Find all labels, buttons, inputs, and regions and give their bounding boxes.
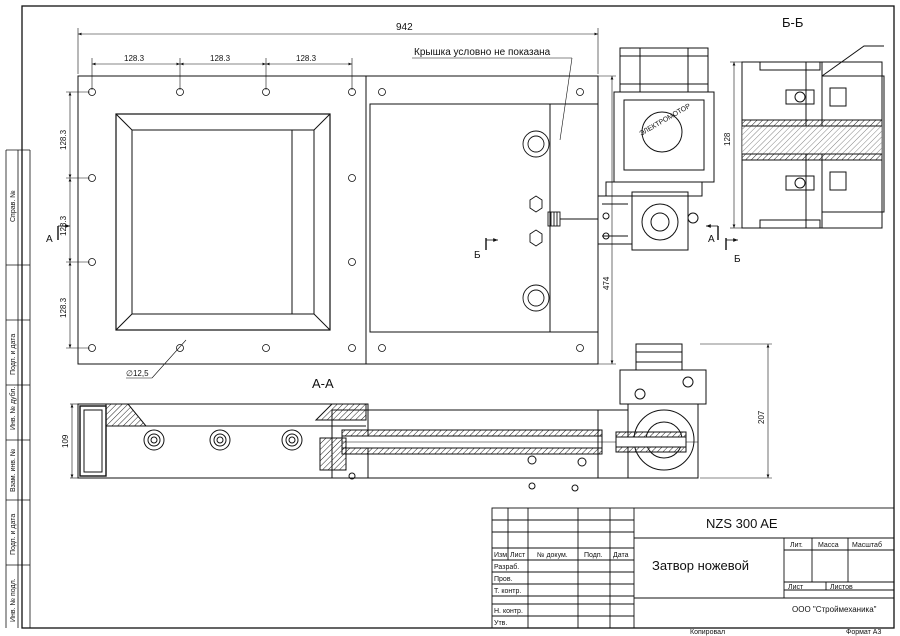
dim-overall-width: 942 (396, 22, 413, 33)
title-kopiroval: Копировал (690, 629, 725, 636)
title-lit: Лит. (790, 542, 803, 549)
section-a-left: А (46, 234, 53, 245)
cover-note: Крышка условно не показана (414, 47, 551, 58)
dim-pitch-h-1: 128.3 (124, 54, 145, 63)
title-company: ООО "Строймеханика" (792, 605, 877, 614)
side-stamp-4: Взам. инв. № (10, 449, 17, 492)
hole-dia-leader (126, 339, 187, 379)
housing-internals (522, 130, 598, 312)
top-view-dimensions (68, 32, 614, 364)
title-col-izm: Изм. (494, 552, 509, 559)
side-stamp-column (5, 149, 31, 628)
title-doc-code: NZS 300 AE (706, 516, 778, 531)
section-aa (70, 343, 772, 492)
side-stamp-5: Подп. и дата (10, 514, 17, 555)
title-row-razrab: Разраб. (494, 563, 519, 571)
bolt-holes (88, 88, 584, 352)
cover-note-leader-2 (559, 57, 573, 141)
section-bb (730, 45, 885, 229)
title-format: Формат А3 (846, 629, 881, 636)
title-massa: Масса (818, 542, 839, 549)
section-b-right: Б (734, 254, 741, 265)
top-view (66, 28, 616, 365)
side-stamp-1: Справ. № (10, 190, 17, 222)
dim-height-109: 109 (61, 434, 70, 448)
dim-pitch-h-2: 128.3 (210, 54, 231, 63)
sheet-frame (21, 5, 895, 629)
side-stamp-3: Инв. № дубл. (9, 387, 17, 430)
section-b-marks (485, 238, 738, 250)
title-masshtab: Масштаб (852, 541, 882, 549)
motor-label: ЭЛЕКТРОМОТОР (639, 103, 693, 138)
title-row-utv: Утв. (494, 620, 507, 627)
dim-pitch-v-1: 128.3 (59, 129, 68, 150)
side-stamp-2: Подп. и дата (10, 334, 17, 375)
view-bb-title: Б-Б (782, 15, 803, 30)
title-name: Затвор ножевой (652, 558, 749, 573)
dim-hole-diameter: ∅12,5 (126, 369, 149, 378)
dim-height-474: 474 (602, 276, 611, 290)
dim-pitch-v-3: 128.3 (59, 297, 68, 318)
title-listov: Листов (830, 584, 853, 591)
view-aa-title: А-А (312, 376, 334, 391)
dim-section-128: 128 (723, 132, 732, 146)
title-col-data: Дата (613, 552, 629, 559)
section-a-marks (57, 224, 719, 240)
title-row-nkontr: Н. контр. (494, 608, 523, 615)
title-col-docnum: № докум. (537, 552, 568, 559)
title-block (491, 507, 895, 629)
title-col-list: Лист (510, 552, 526, 559)
dim-pitch-h-3: 128.3 (296, 54, 317, 63)
section-a-right: А (708, 234, 715, 245)
title-row-prov: Пров. (494, 576, 513, 583)
title-col-podp: Подп. (584, 552, 603, 559)
title-list: Лист (788, 584, 804, 591)
side-stamp-6: Инв. № подл. (10, 578, 17, 622)
section-b-left: Б (474, 250, 481, 261)
title-row-tkontr: Т. контр. (494, 588, 521, 595)
dim-height-207: 207 (757, 410, 766, 424)
motor-gearbox-top (597, 47, 715, 251)
